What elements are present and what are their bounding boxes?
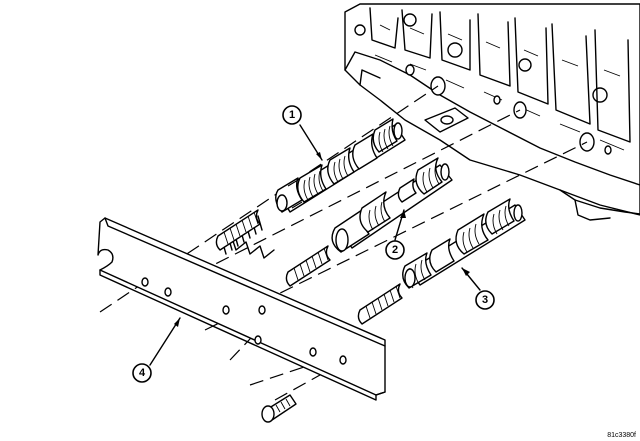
valve-spring-1 (215, 209, 275, 259)
figure-reference-code: 81c3380f (607, 432, 636, 439)
leader-lines (149, 124, 481, 366)
callout-3-label: 3 (482, 294, 488, 306)
retaining-screw (261, 394, 297, 423)
valve-spring-2 (285, 245, 331, 287)
retainer-plate (97, 217, 386, 401)
callout-1: 1 (282, 105, 302, 125)
valve-body-casting (344, 3, 640, 221)
callout-2-label: 2 (392, 244, 398, 256)
valve-spring-3 (357, 283, 403, 325)
callout-3: 3 (475, 290, 495, 310)
callout-4: 4 (132, 363, 152, 383)
valve-spool-1 (275, 118, 406, 213)
callout-1-label: 1 (289, 109, 295, 121)
valve-spool-3 (402, 198, 526, 289)
callout-2: 2 (385, 240, 405, 260)
valve-spool-2 (331, 157, 453, 253)
callout-4-label: 4 (139, 367, 146, 379)
